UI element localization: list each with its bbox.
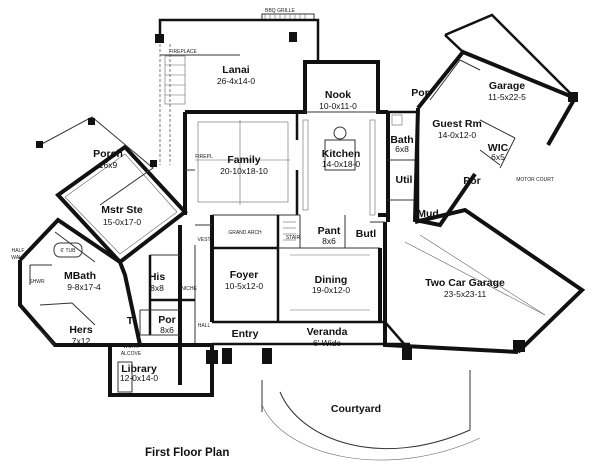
room-name-kitchen: Kitchen xyxy=(322,148,361,160)
note-work-alcove-1: WORK xyxy=(123,344,139,350)
room-name-guest-rm: Guest Rm xyxy=(432,118,482,130)
room-name-dining: Dining xyxy=(315,274,348,286)
room-dims-foyer: 10-5x12-0 xyxy=(225,281,264,291)
note-half-wall-1: HALF xyxy=(12,248,25,254)
note-fireplace: FIREPLACE xyxy=(169,49,197,55)
room-dims-his: 8x8 xyxy=(150,283,164,293)
note-half-wall-2: WALL xyxy=(11,255,25,261)
room-dims-bath: 6x8 xyxy=(395,144,409,154)
room-name-por-small: Por xyxy=(158,314,176,326)
room-name-foyer: Foyer xyxy=(230,269,259,281)
room-dims-por-small: 8x6 xyxy=(160,325,174,335)
room-name-por-top: Por xyxy=(411,87,429,99)
wall-lines xyxy=(18,13,586,461)
room-dims-nook: 10-0x11-0 xyxy=(319,101,357,111)
room-name-util: Util xyxy=(396,174,413,186)
room-dims-mbath: 9-8x17-4 xyxy=(67,282,101,292)
note-niche: NICHE xyxy=(181,286,197,292)
note-grand-arch: GRAND ARCH xyxy=(228,230,262,236)
note-hall: HALL xyxy=(198,323,211,329)
room-name-pant: Pant xyxy=(318,225,341,237)
room-name-bath: Bath xyxy=(390,134,413,146)
room-dims-garage: 11-5x22-5 xyxy=(488,92,526,102)
room-name-hers: Hers xyxy=(69,324,93,336)
room-name-nook: Nook xyxy=(325,89,351,101)
room-dims-wic: 6x5 xyxy=(491,152,505,162)
note-work-alcove-2: ALCOVE xyxy=(121,351,142,357)
room-name-por-mid: Por xyxy=(463,175,481,187)
room-dims-dining: 19-0x12-0 xyxy=(312,285,351,295)
note-motor-court: MOTOR COURT xyxy=(516,177,554,183)
room-name-butl: Butl xyxy=(356,228,376,240)
room-dims-lanai: 26-4x14-0 xyxy=(217,76,256,86)
room-name-library: Library xyxy=(121,363,157,375)
room-name-lanai: Lanai xyxy=(222,64,250,76)
room-dims-library: 12-0x14-0 xyxy=(120,373,159,383)
room-dims-porch: 16x9 xyxy=(99,160,118,170)
plan-title: First Floor Plan xyxy=(145,447,229,459)
room-name-his: His xyxy=(149,271,166,283)
room-dims-mstr-ste: 15-0x17-0 xyxy=(103,217,142,227)
note-tub: 6' TUB xyxy=(60,248,76,254)
note-vest: VEST xyxy=(197,237,210,243)
room-name-two-car-garage: Two Car Garage xyxy=(425,277,505,289)
note-firepl: FIREPL xyxy=(195,154,213,160)
room-name-courtyard: Courtyard xyxy=(331,403,381,415)
room-name-mbath: MBath xyxy=(64,270,96,282)
room-name-mud: Mud xyxy=(417,208,439,220)
room-name-wic: WIC xyxy=(488,142,509,154)
room-name-t: T xyxy=(127,315,134,327)
room-name-family: Family xyxy=(227,154,260,166)
room-dims-kitchen: 14-0x18-0 xyxy=(322,159,361,169)
room-dims-two-car-garage: 23-5x23-11 xyxy=(444,289,487,299)
room-name-entry: Entry xyxy=(232,328,259,340)
room-dims-family: 20-10x18-10 xyxy=(220,166,268,176)
room-dims-veranda: 6' Wide xyxy=(313,338,341,348)
room-dims-pant: 8x6 xyxy=(322,236,336,246)
room-dims-hers: 7x12 xyxy=(72,336,91,346)
note-bbq-grille: BBQ GRILLE xyxy=(265,8,295,14)
note-shwr: SHWR xyxy=(29,279,45,285)
room-name-veranda: Veranda xyxy=(307,326,348,338)
room-name-porch: Porch xyxy=(93,148,123,160)
room-dims-guest-rm: 14-0x12-0 xyxy=(438,130,477,140)
note-stair: STAIR xyxy=(286,235,301,241)
room-name-mstr-ste: Mstr Ste xyxy=(101,204,143,216)
room-name-garage: Garage xyxy=(489,80,525,92)
